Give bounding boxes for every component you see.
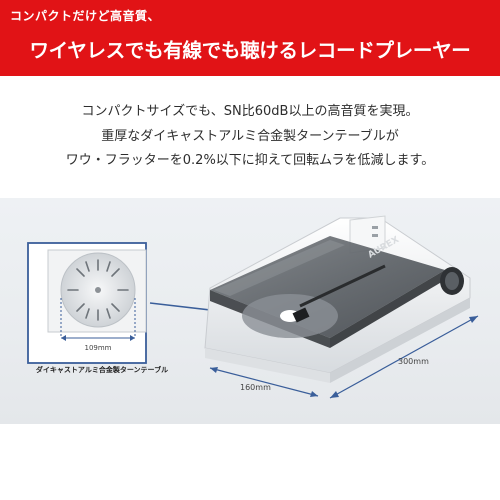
banner-kicker: コンパクトだけど高音質、 xyxy=(10,9,161,23)
description-line: 重厚なダイキャストアルミ合金製ターンテーブルが xyxy=(101,128,399,144)
banner-headline: ワイヤレスでも有線でも聴けるレコードプレーヤー xyxy=(29,39,471,62)
feature-description: コンパクトサイズでも、SN比60dB以上の高音質を実現。 重厚なダイキャストアル… xyxy=(0,100,500,174)
inset-caption: ダイキャストアルミ合金製ターンテーブル xyxy=(35,366,169,374)
depth-dimension-label: 160mm xyxy=(240,383,271,392)
dimension-lines: 160mm 300mm xyxy=(209,315,479,399)
width-dimension-label: 300mm xyxy=(398,357,429,366)
header-banner: コンパクトだけど高音質、 ワイヤレスでも有線でも聴けるレコードプレーヤー xyxy=(0,0,500,76)
description-line: ワウ・フラッターを0.2%以下に抑えて回転ムラを低減します。 xyxy=(65,153,435,168)
dust-cover: AUREX xyxy=(210,235,445,348)
description-line: コンパクトサイズでも、SN比60dB以上の高音質を実現。 xyxy=(81,104,419,119)
turntable-detail-inset: 109mm xyxy=(27,242,147,364)
product-photo-area: AUREX 160mm 300mm xyxy=(0,198,500,424)
product-illustration: AUREX 160mm 300mm xyxy=(27,215,479,399)
turntable-dimension-label: 109mm xyxy=(85,344,112,352)
